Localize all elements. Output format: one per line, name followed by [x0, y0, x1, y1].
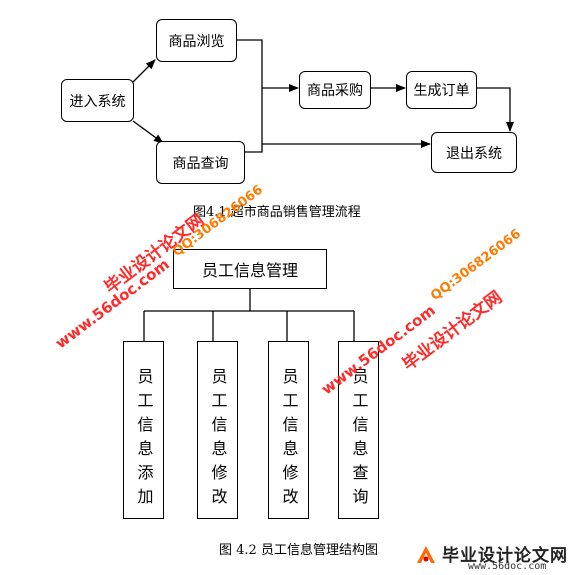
node-employee-info-query-label: 员工信息查询 [349, 368, 369, 512]
node-employee-info-modify-1: 员工信息修改 [197, 341, 238, 519]
structure-caption: 图 4.2 员工信息管理结构图 [219, 543, 378, 558]
node-enter-system: 进入系统 [61, 79, 134, 122]
logo-title: 毕业设计论文网 [442, 546, 568, 566]
node-employee-info-add-label: 员工信息添加 [134, 368, 154, 512]
arrow-query-to-exit [245, 140, 431, 153]
node-generate-order: 生成订单 [406, 71, 477, 109]
node-product-query: 商品查询 [156, 141, 245, 184]
node-employee-info-modify-2-label: 员工信息修改 [279, 368, 299, 512]
node-employee-info-add: 员工信息添加 [123, 341, 164, 519]
node-employee-info-management: 员工信息管理 [173, 249, 327, 289]
arrow-browse-to-purchase [237, 39, 299, 92]
node-product-browse: 商品浏览 [156, 19, 237, 62]
arrow-enter-to-browse [132, 59, 156, 83]
site-logo: 毕业设计论文网 www.56doc.com [412, 541, 580, 573]
node-employee-info-modify-2: 员工信息修改 [268, 341, 309, 519]
node-product-purchase: 商品采购 [299, 71, 371, 109]
node-employee-info-modify-1-label: 员工信息修改 [208, 368, 228, 512]
arrow-enter-to-query [132, 120, 164, 144]
logo-url: www.56doc.com [468, 561, 547, 572]
logo-mark-icon [417, 546, 435, 563]
arrow-order-to-exit [477, 87, 514, 132]
flowchart-caption: 图4.1 超市商品销售管理流程 [193, 205, 361, 220]
node-exit-system: 退出系统 [431, 132, 517, 173]
node-employee-info-query: 员工信息查询 [338, 341, 379, 519]
